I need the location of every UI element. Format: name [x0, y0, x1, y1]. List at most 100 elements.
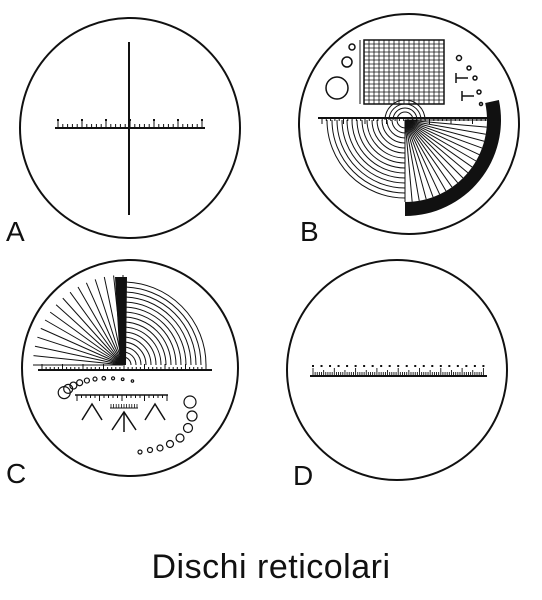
reticle-c-ray: [94, 279, 124, 366]
reticle-d-tick-dot: [405, 365, 408, 367]
reticle-b-arc: [381, 119, 406, 144]
reticle-d: [286, 259, 508, 481]
reticle-d-tick-dot: [371, 365, 374, 367]
reticle-b-arc: [331, 119, 406, 194]
reticle-c-hole-circle: [182, 422, 194, 434]
reticle-b-ray: [404, 119, 483, 149]
reticle-c-hole-circle: [69, 381, 78, 390]
reticle-b-arc: [384, 99, 426, 121]
reticle-b-arc: [376, 119, 406, 149]
reticle-a-tick-dot: [153, 119, 155, 121]
reticle-c-hole-circle: [120, 377, 125, 382]
reticle-b-hole-circle: [472, 75, 478, 81]
reticle-d-tick-dot: [414, 365, 417, 367]
reticle-b-arc: [371, 119, 406, 154]
reticle-b-ray: [404, 119, 480, 156]
reticle-b-grid: [359, 39, 445, 105]
reticle-d-disc: [286, 259, 508, 481]
reticle-d-tick-dot: [439, 365, 442, 367]
reticle-c-ray: [77, 286, 124, 366]
reticle-a-scale-ticks: [57, 119, 203, 128]
reticle-c-arc: [122, 311, 177, 366]
reticle-d-tick-dot: [363, 365, 366, 367]
panel-label-b: B: [300, 216, 319, 247]
reticle-d-tick-dot: [380, 365, 383, 367]
reticle-b-ray: [404, 119, 469, 174]
reticle-a: [19, 17, 241, 239]
reticle-c-hole-circle: [92, 376, 98, 382]
reticle-c-angle-rays: [33, 275, 124, 366]
reticle-c-hole-circle: [137, 449, 143, 455]
reticle-b-arc: [366, 119, 406, 159]
reticle-d-tick-dot: [388, 365, 391, 367]
reticle-b-ray: [404, 119, 441, 195]
reticle-c-small-scale-ticks: [110, 404, 138, 408]
reticle-b: [298, 13, 520, 235]
reticle-b-ray: [404, 119, 413, 202]
reticle-b-hole-circle: [466, 65, 472, 71]
reticle-b-ray: [404, 119, 427, 200]
reticle-d-scale-ticks: [312, 365, 485, 376]
reticle-b-hole-circle: [476, 89, 482, 95]
reticle-c-angle-gauges: [81, 402, 166, 432]
reticle-d-tick-dot: [473, 365, 476, 367]
reticle-d-tick-dot: [337, 365, 340, 367]
reticle-c-ray: [62, 297, 124, 366]
reticle-b-angle-rays: [404, 119, 487, 202]
reticle-d-tick-dot: [456, 365, 459, 367]
reticle-d-tick-dot: [448, 365, 451, 367]
reticle-c-hole-circle: [183, 395, 197, 409]
reticle-b-black-band: [405, 100, 501, 216]
reticle-b-ray: [404, 119, 447, 192]
reticle-d-tick-dot: [431, 365, 434, 367]
reticle-c-arc: [122, 336, 152, 366]
reticle-c-ray: [40, 327, 124, 366]
reticle-b-concentric-arcs: [326, 99, 426, 199]
reticle-c-ray: [37, 336, 124, 366]
reticle-a-tick-dot: [81, 119, 83, 121]
reticle-c-arc: [122, 331, 157, 366]
reticle-b-arc: [388, 103, 422, 121]
panel-label-d: D: [293, 460, 314, 491]
reticle-c-hole-circle: [156, 444, 164, 452]
reticle-a-tick-dot: [105, 119, 107, 121]
reticle-b-hole-circle: [325, 76, 349, 100]
reticle-b-ray: [404, 119, 459, 184]
reticle-c-hole-circle: [101, 375, 107, 381]
reticle-c-arc: [122, 321, 167, 366]
reticle-c-ray: [49, 311, 124, 366]
reticle-c-ray: [34, 345, 124, 366]
reticle-b-hole-circle: [455, 54, 463, 62]
reticle-c-black-wedge: [115, 277, 127, 365]
reticle-b-arc: [346, 119, 406, 179]
reticle-c-hole-circles: [57, 375, 198, 455]
reticle-d-tick-dot: [422, 365, 425, 367]
reticle-c-arc: [122, 281, 207, 366]
reticle-d-tick-dot: [329, 365, 332, 367]
reticle-c-hole-circle: [110, 376, 116, 381]
reticle-b-ray: [404, 119, 477, 162]
reticle-d-tick-dot: [320, 365, 323, 367]
reticle-d-tick-dot: [354, 365, 357, 367]
reticle-b-ray: [404, 119, 486, 135]
reticle-c-ray: [69, 291, 124, 366]
reticle-c-ray: [33, 355, 124, 366]
reticle-c-hole-circle: [83, 377, 91, 384]
reticle-c-disc: [21, 259, 239, 477]
reticle-a-disc: [19, 17, 241, 239]
reticle-d-tick-dot: [465, 365, 468, 367]
panel-label-a: A: [6, 216, 25, 247]
reticle-c-hole-circle: [76, 379, 84, 387]
reticle-d-tick-dot: [312, 365, 314, 367]
reticle-c-arc: [122, 301, 187, 366]
reticle-c-mid-scale-ticks: [76, 395, 168, 401]
reticle-c-arc: [122, 341, 147, 366]
reticle-b-ray: [404, 119, 464, 179]
reticle-b-arc: [336, 119, 406, 189]
reticle-d-tick-dot: [346, 365, 349, 367]
reticle-b-ray: [404, 119, 434, 198]
reticle-c-arc: [122, 306, 182, 366]
reticle-b-hole-circle: [478, 101, 484, 107]
reticle-c-arc: [122, 316, 172, 366]
